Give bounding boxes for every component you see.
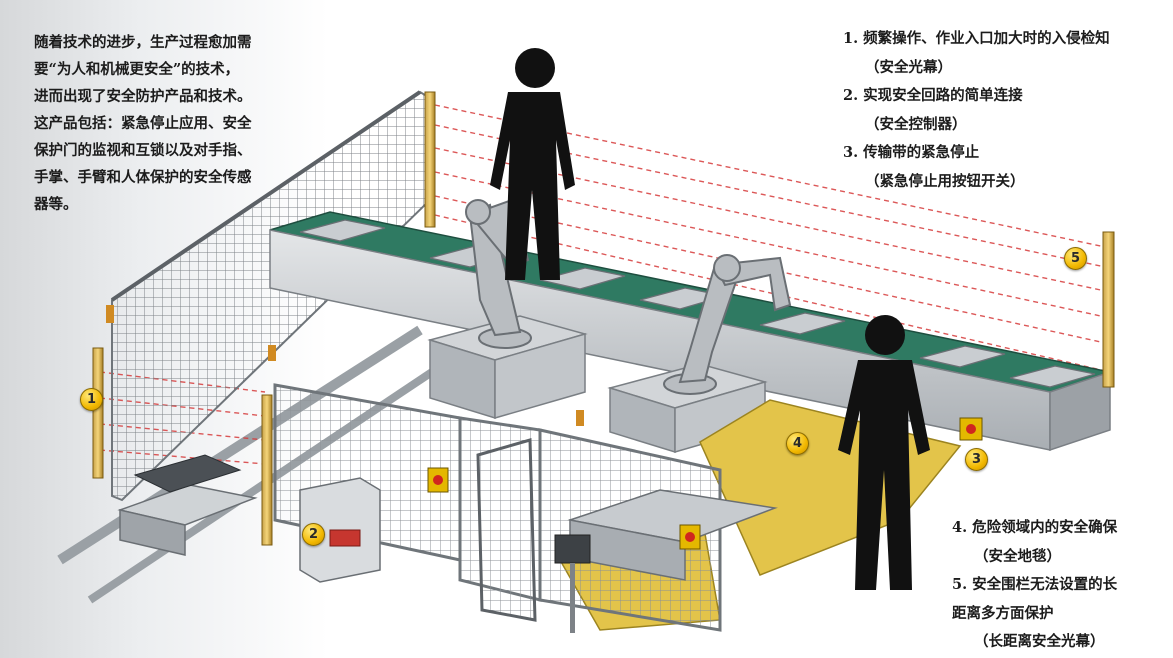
light-curtain-poles xyxy=(92,91,1115,546)
feature-5-sub: （长距离安全光幕） xyxy=(974,633,1105,650)
intro-line: 手掌、手臂和人体保护的安全传感 xyxy=(34,169,252,186)
worker-silhouette-1 xyxy=(490,48,575,280)
feature-5-title: 5. 安全围栏无法设置的长 xyxy=(952,576,1118,593)
estop-boxes xyxy=(427,417,983,550)
feature-2-title: 2. 实现安全回路的简单连接 xyxy=(843,87,1023,104)
callout-badge-4: 4 xyxy=(786,432,809,455)
feature-3-sub: （紧急停止用按钮开关） xyxy=(865,172,1025,190)
intro-text-block: 随着技术的进步，生产过程愈加需 要“为人和机械更安全”的技术， 进而出现了安全防… xyxy=(34,29,252,218)
feature-5-title-cont: 距离多方面保护 xyxy=(952,604,1054,622)
intro-line: 器等。 xyxy=(34,196,78,213)
feature-3-title: 3. 传输带的紧急停止 xyxy=(843,144,980,161)
robot-arm-2 xyxy=(663,254,792,395)
callout-badge-2: 2 xyxy=(302,523,325,546)
callout-badge-1: 1 xyxy=(80,388,103,411)
left-machine xyxy=(117,454,258,556)
control-pedestal xyxy=(554,534,591,633)
callout-badge-5: 5 xyxy=(1064,247,1087,270)
feature-1-title: 1. 频繁操作、作业入口加大时的入侵检知 xyxy=(843,30,1110,47)
safety-controller-cabinet xyxy=(299,477,381,583)
feature-2-sub: （安全控制器） xyxy=(865,115,967,133)
feature-4-sub: （安全地毯） xyxy=(974,547,1061,565)
intro-line: 进而出现了安全防护产品和技术。 xyxy=(34,88,252,105)
callout-badge-3: 3 xyxy=(965,448,988,471)
feature-4-title: 4. 危险领域内的安全确保 xyxy=(952,519,1118,536)
feature-list-bottom: 4. 危险领域内的安全确保 （安全地毯） 5. 安全围栏无法设置的长 距离多方面… xyxy=(952,514,1117,657)
feature-list-top: 1. 频繁操作、作业入口加大时的入侵检知 （安全光幕） 2. 实现安全回路的简单… xyxy=(843,25,1110,196)
intro-line: 保护门的监视和互锁以及对手指、 xyxy=(34,142,252,159)
intro-line: 随着技术的进步，生产过程愈加需 xyxy=(34,34,252,51)
feature-1-sub: （安全光幕） xyxy=(865,58,952,76)
workbench xyxy=(567,489,778,581)
intro-line: 要“为人和机械更安全”的技术， xyxy=(34,61,240,78)
intro-line: 这产品包括：紧急停止应用、安全 xyxy=(34,115,252,132)
worker-silhouette-2 xyxy=(838,315,930,590)
